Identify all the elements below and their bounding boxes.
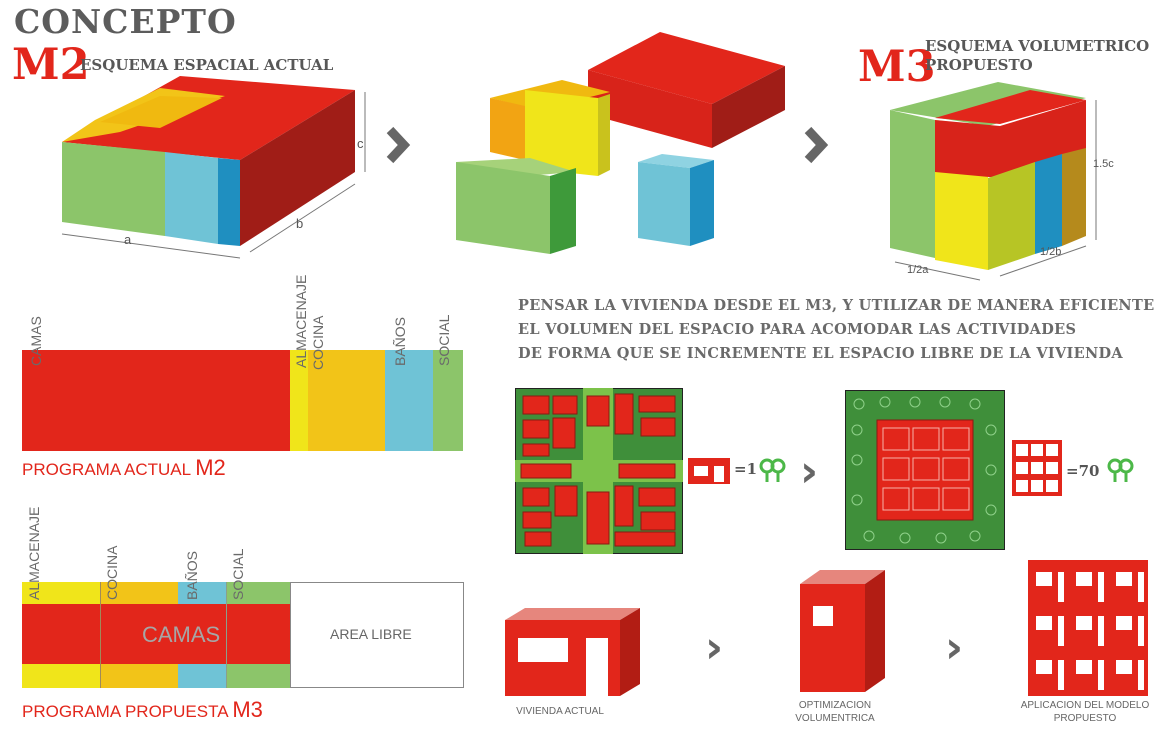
bar-cocina-actual xyxy=(308,350,385,451)
label-cocina-actual: COCINA xyxy=(310,315,326,370)
step1-caption: VIVIENDA ACTUAL xyxy=(516,706,604,717)
bar-almacenaje-actual xyxy=(290,350,308,451)
bar-banos-top xyxy=(178,582,226,604)
proposed-site-plan xyxy=(845,390,1005,550)
arrow-icon: › xyxy=(945,622,964,673)
m3-dim-c: 1.5c xyxy=(1093,158,1114,170)
current-site-plan xyxy=(515,388,683,554)
area-libre-box xyxy=(290,582,464,688)
label-almacenaje-propuesta: ALMACENAJE xyxy=(26,506,42,600)
program-actual-code: M2 xyxy=(195,455,226,480)
m2-block xyxy=(61,76,366,259)
bar-cocina-bottom xyxy=(100,664,178,688)
bar-almacenaje-top xyxy=(22,582,100,604)
label-social-actual: SOCIAL xyxy=(436,314,452,366)
volumetric-diagrams xyxy=(61,32,1097,281)
bar-almacenaje-bottom xyxy=(22,664,100,688)
program-actual-title-text: PROGRAMA ACTUAL xyxy=(22,460,191,479)
m3-dim-b: 1/2b xyxy=(1040,246,1062,258)
m2-dim-b: b xyxy=(296,216,304,231)
step2-caption-line1: OPTIMIZACION xyxy=(798,700,872,711)
label-banos-actual: BAÑOS xyxy=(392,316,408,366)
step2-caption-line2: VOLUMENTRICA xyxy=(795,712,875,724)
bar-camas-propuesta xyxy=(22,604,290,664)
label-cocina-propuesta: COCINA xyxy=(104,545,120,600)
bar-camas-actual xyxy=(22,350,290,451)
current-house-3d xyxy=(505,608,640,696)
bar-cocina-top xyxy=(100,582,178,604)
arrow-icon xyxy=(804,126,829,164)
label-camas-actual: CAMAS xyxy=(28,316,44,366)
description: PENSAR LA VIVIENDA DESDE EL M3, Y UTILIZ… xyxy=(518,294,1154,366)
stacked-units-icon xyxy=(1012,440,1062,496)
step3-caption-line2: PROPUESTO xyxy=(1053,712,1117,724)
stacked-model-3d xyxy=(1028,560,1148,696)
arrow-icon: › xyxy=(705,622,724,673)
label-almacenaje-actual: ALMACENAJE xyxy=(293,274,309,368)
bar-social-bottom xyxy=(226,664,290,688)
divider xyxy=(226,582,227,688)
description-line-3: DE FORMA QUE SE INCREMENTE EL ESPACIO LI… xyxy=(518,345,1123,362)
program-propuesta-title: PROGRAMA PROPUESTA M3 xyxy=(22,697,263,723)
m3-block xyxy=(890,82,1097,281)
bar-social-actual xyxy=(433,350,463,451)
arrow-icon xyxy=(386,126,411,164)
m2-code: M2 xyxy=(12,40,90,90)
divider xyxy=(100,582,101,688)
house-unit-icon xyxy=(688,458,730,484)
program-propuesta-title-text: PROGRAMA PROPUESTA xyxy=(22,702,228,721)
label-banos-propuesta: BAÑOS xyxy=(184,550,200,600)
step2-caption: OPTIMIZACION VOLUMENTRICA xyxy=(780,700,890,725)
tree-icon xyxy=(1107,458,1134,482)
m3-dim-a: 1/2a xyxy=(907,264,929,276)
equation-right: =70 xyxy=(1066,462,1100,480)
m2-subtitle: ESQUEMA ESPACIAL ACTUAL xyxy=(80,56,334,74)
bar-banos-bottom xyxy=(178,664,226,688)
tree-icon xyxy=(759,458,786,482)
m2-dim-a: a xyxy=(124,232,132,247)
label-social-propuesta: SOCIAL xyxy=(230,548,246,600)
label-area-libre: AREA LIBRE xyxy=(330,626,412,642)
program-propuesta-code: M3 xyxy=(232,697,263,722)
bar-banos-actual xyxy=(385,350,433,451)
step3-caption: APLICACION DEL MODELO PROPUESTO xyxy=(1010,700,1160,725)
optimized-house-3d xyxy=(800,570,885,692)
arrow-icon: › xyxy=(800,446,819,497)
m3-subtitle-line1: ESQUEMA VOLUMETRICO xyxy=(925,37,1150,55)
step3-caption-line1: APLICACION DEL MODELO xyxy=(1020,700,1150,711)
label-camas-propuesta: CAMAS xyxy=(142,622,221,647)
equation-left: =1 xyxy=(734,460,758,478)
m3-subtitle-line2: PROPUESTO xyxy=(925,56,1033,74)
description-line-1: PENSAR LA VIVIENDA DESDE EL M3, Y UTILIZ… xyxy=(518,297,1155,314)
page-title: CONCEPTO xyxy=(14,2,237,41)
exploded-blocks xyxy=(456,32,785,254)
bar-social-top xyxy=(226,582,290,604)
m3-code: M3 xyxy=(858,42,936,92)
m2-dim-c: c xyxy=(357,136,364,151)
program-actual-title: PROGRAMA ACTUAL M2 xyxy=(22,455,226,481)
description-line-2: EL VOLUMEN DEL ESPACIO PARA ACOMODAR LAS… xyxy=(518,321,1077,338)
